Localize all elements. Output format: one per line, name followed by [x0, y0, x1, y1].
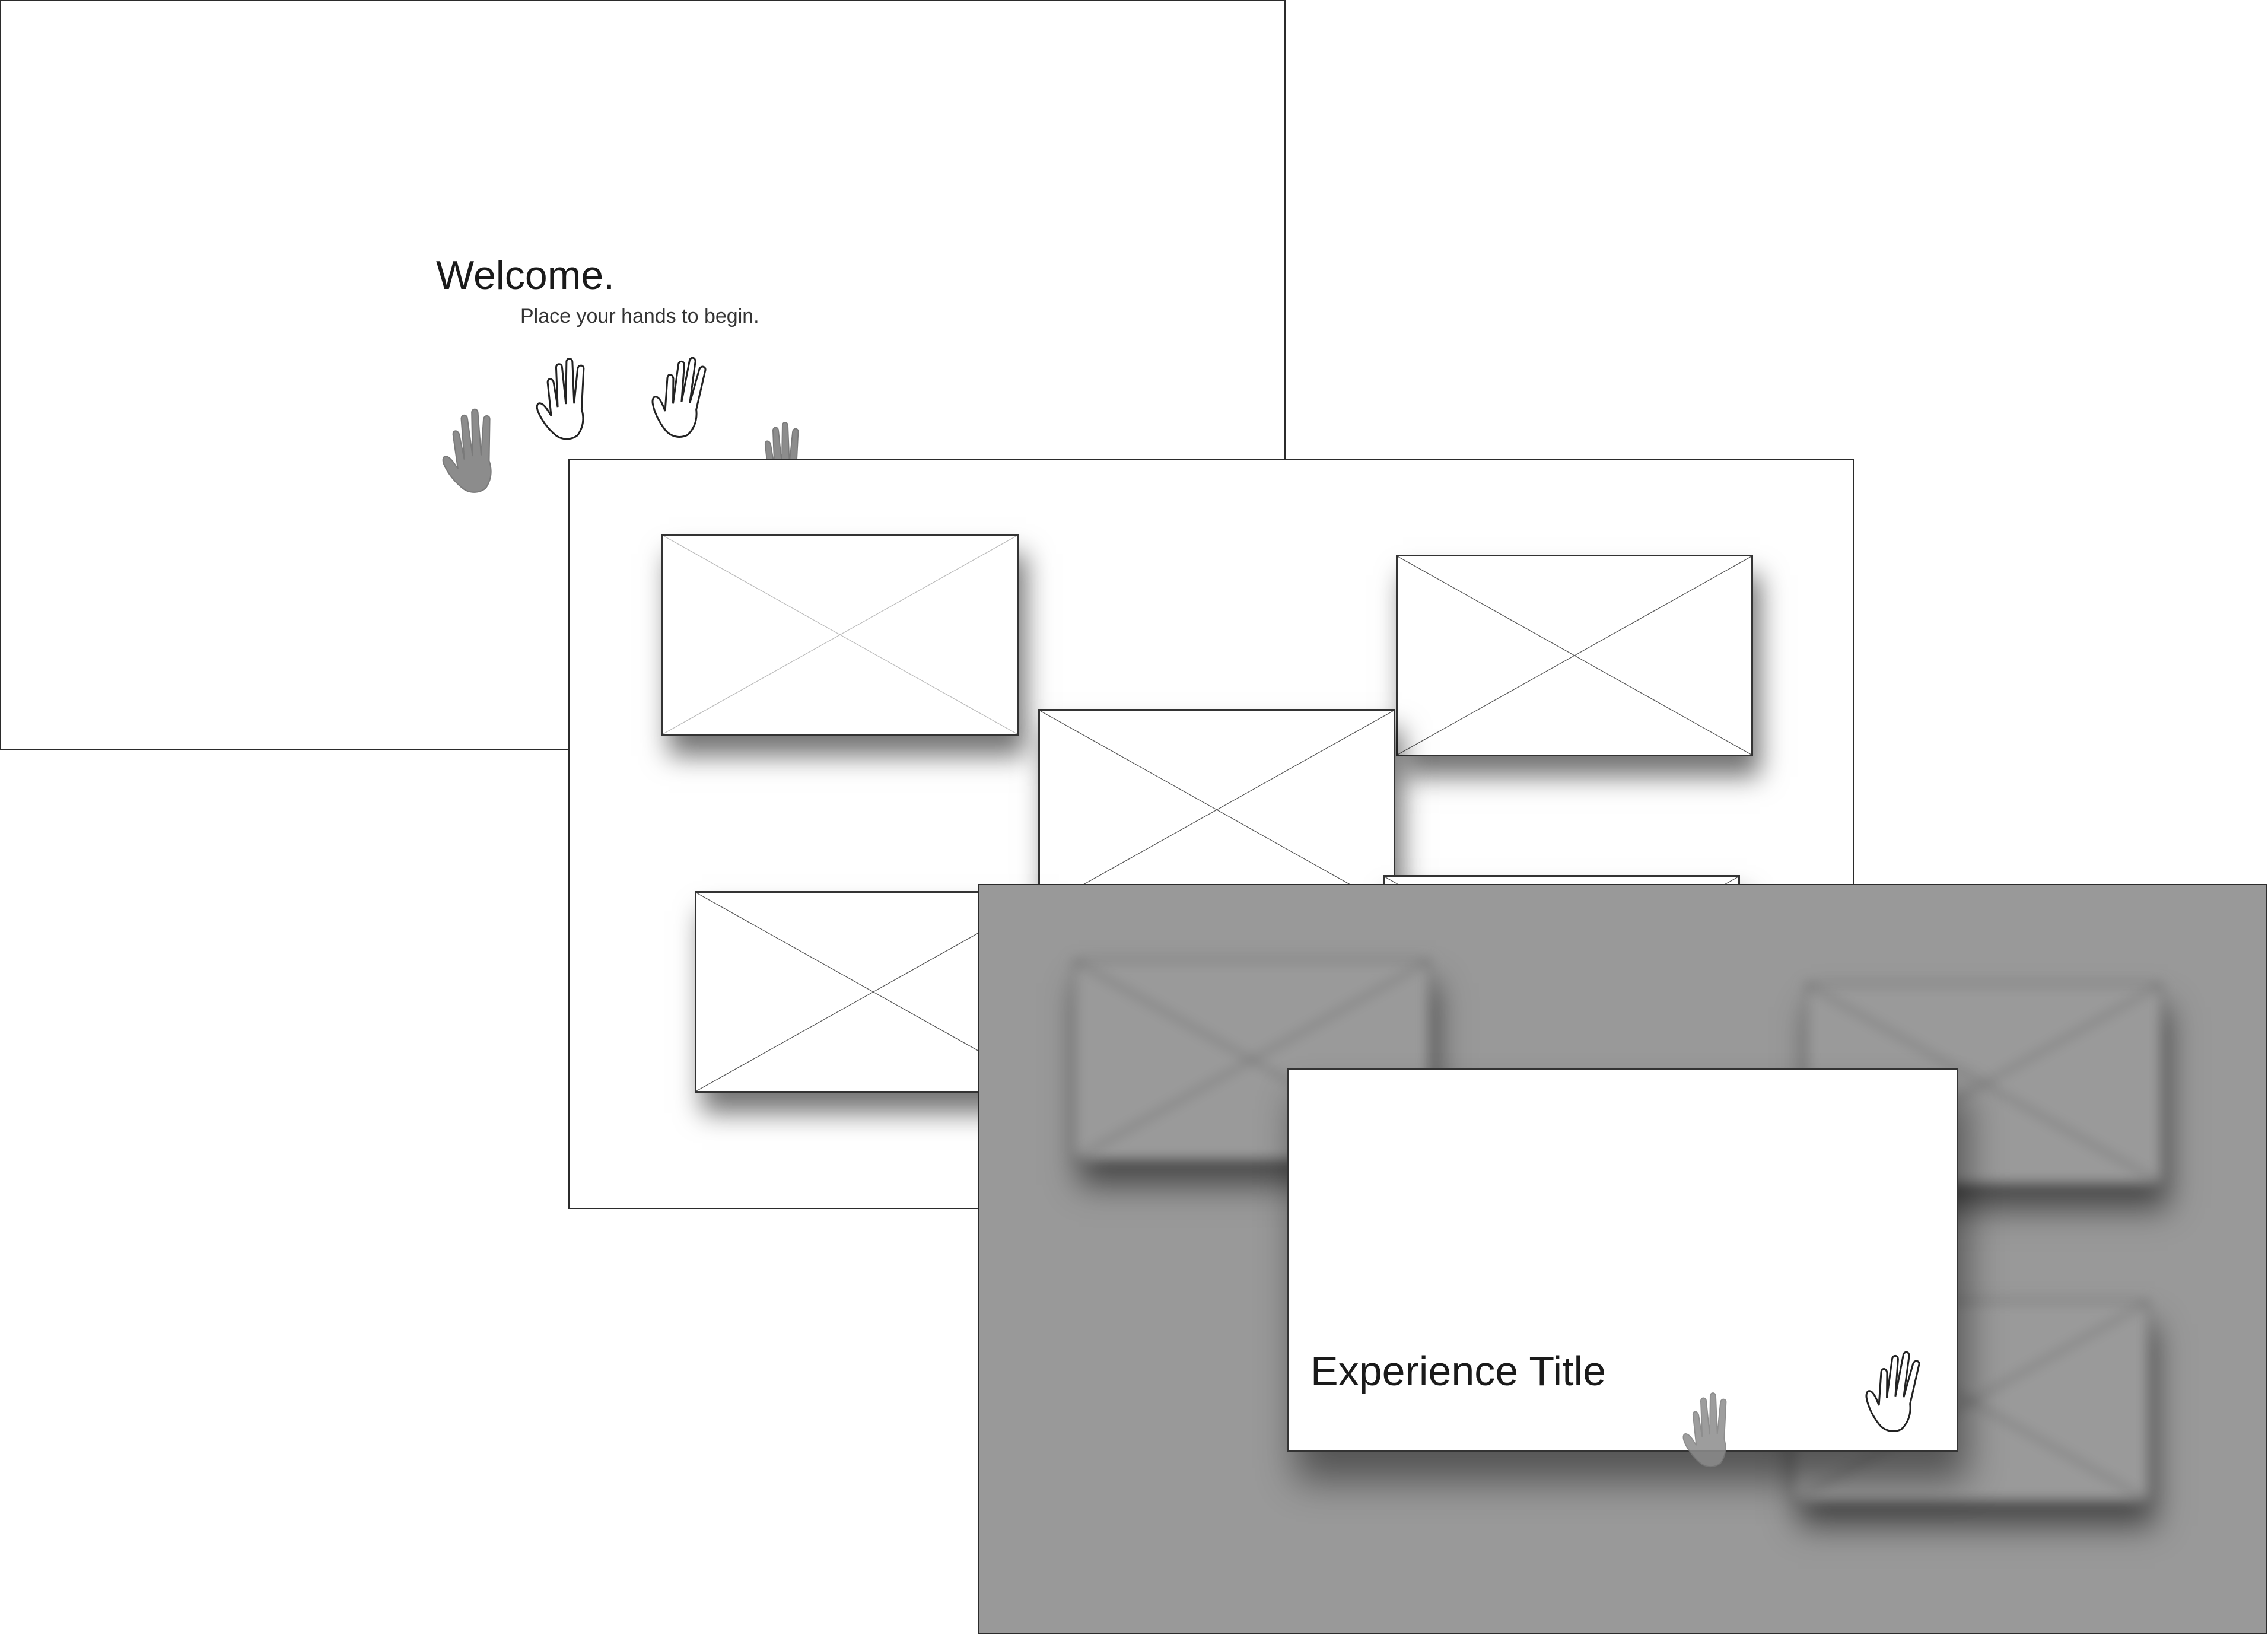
experience-detail-screen: Experience Title: [978, 884, 2267, 1634]
image-placeholder-1[interactable]: [661, 534, 1019, 736]
image-placeholder-icon: [663, 536, 1017, 734]
experience-title: Experience Title: [1310, 1348, 1607, 1394]
right-hand-target-icon[interactable]: [643, 348, 723, 444]
left-hand-indicator-icon: [431, 400, 515, 499]
image-placeholder-3[interactable]: [1038, 709, 1395, 911]
hand-target-icon[interactable]: [1857, 1342, 1937, 1438]
image-placeholder-icon: [1398, 556, 1751, 755]
image-placeholder-2[interactable]: [1396, 555, 1753, 756]
experience-card[interactable]: Experience Title: [1287, 1068, 1958, 1452]
welcome-title: Welcome.: [436, 253, 615, 298]
left-hand-target-icon[interactable]: [528, 351, 605, 444]
welcome-subtitle: Place your hands to begin.: [520, 305, 759, 327]
image-placeholder-icon: [1040, 711, 1394, 909]
hand-indicator-icon: [1675, 1385, 1745, 1472]
